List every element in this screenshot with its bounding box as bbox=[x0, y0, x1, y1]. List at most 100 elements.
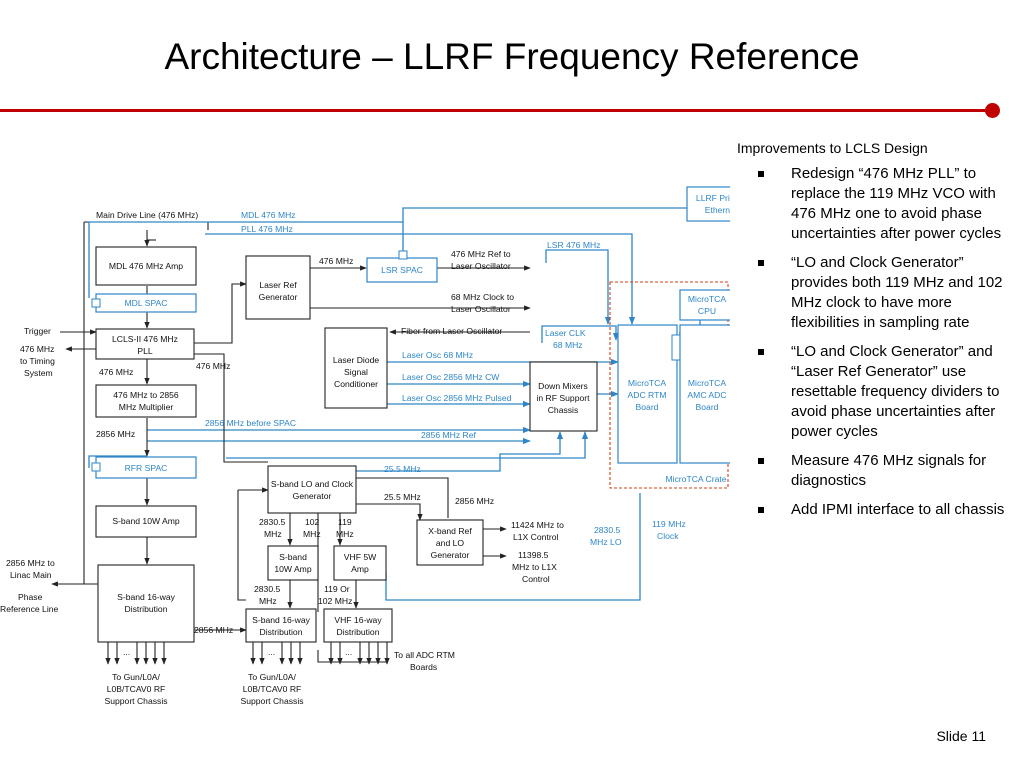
label-x11398: Control bbox=[522, 574, 550, 584]
label-linac: Linac Main bbox=[10, 570, 52, 580]
label-osc-68: Laser Osc 68 MHz bbox=[402, 350, 473, 360]
label-laser-clk: Laser CLK bbox=[545, 328, 586, 338]
label-to-gun: Support Chassis bbox=[104, 696, 167, 706]
label-trigger: Trigger bbox=[24, 326, 51, 336]
label-119or102: 102 MHz bbox=[318, 596, 352, 606]
label-102: 102 bbox=[305, 517, 320, 527]
label-laser-476: 476 MHz bbox=[319, 256, 353, 266]
label-linac: 2856 MHz to bbox=[6, 558, 55, 568]
block-cpu: MicroTCA CPU bbox=[679, 289, 730, 321]
bullet-square-icon bbox=[758, 260, 764, 266]
block-xband: X-band Ref and LO Generator bbox=[416, 519, 484, 566]
label-119-clock: 119 MHz bbox=[652, 519, 686, 529]
label-x11424: 11424 MHz to bbox=[511, 520, 564, 530]
label-timing: to Timing bbox=[20, 356, 55, 366]
block-laser-diode: Laser Diode Signal Conditioner bbox=[324, 327, 388, 409]
block-label: 10W Amp bbox=[274, 564, 311, 574]
label-pll-to-laser: 476 MHz bbox=[196, 361, 230, 371]
block-label: Laser Ref bbox=[259, 280, 297, 290]
block-adc-rtm: MicroTCA ADC RTM Board bbox=[617, 324, 686, 464]
label-laser-clk: 68 MHz bbox=[553, 340, 583, 350]
label-linac: Reference Line bbox=[0, 604, 59, 614]
label-2830-lo: 2830.5 bbox=[594, 525, 621, 535]
block-amc-adc: MicroTCA AMC ADC Board bbox=[679, 324, 730, 464]
block-label: ADC RTM bbox=[628, 390, 667, 400]
bullet-text: Redesign “476 MHz PLL” to replace the 11… bbox=[791, 165, 1002, 242]
block-label: LCLS-II 476 MHz bbox=[112, 334, 178, 344]
block-lo-clock: S-band LO and Clock Generator bbox=[267, 465, 357, 514]
block-label: Down Mixers bbox=[538, 381, 588, 391]
label-to-adc: Boards bbox=[410, 662, 437, 672]
block-label: VHF 5W bbox=[344, 552, 377, 562]
block-label: S-band 16-way bbox=[117, 592, 176, 602]
block-sband-dist: S-band 16-way Distribution bbox=[97, 564, 195, 643]
label-before-spac: 2856 MHz before SPAC bbox=[205, 418, 296, 428]
label-clk-68: Laser Oscillator bbox=[451, 304, 511, 314]
block-label: Conditioner bbox=[334, 379, 378, 389]
block-label: MHz Multiplier bbox=[119, 402, 174, 412]
block-label: Laser Diode bbox=[333, 355, 380, 365]
bullet-square-icon bbox=[758, 507, 764, 513]
label-timing: 476 MHz bbox=[20, 344, 54, 354]
block-label: MicroTCA bbox=[628, 378, 666, 388]
label-2830b: 2830.5 bbox=[254, 584, 281, 594]
block-laser-ref: Laser Ref Generator bbox=[245, 255, 311, 320]
bullet-text: “LO and Clock Generator” and “Laser Ref … bbox=[791, 343, 1000, 440]
block-label: Generator bbox=[293, 491, 332, 501]
title-rule bbox=[0, 109, 992, 112]
label-osc-pulsed: Laser Osc 2856 MHz Pulsed bbox=[402, 393, 512, 403]
label-to-gun: L0B/TCAV0 RF bbox=[107, 684, 166, 694]
block-label: LSR SPAC bbox=[381, 265, 423, 275]
block-label: PLL bbox=[137, 346, 153, 356]
list-item: Redesign “476 MHz PLL” to replace the 11… bbox=[732, 164, 1017, 244]
label-25-5-b: 25.5 MHz bbox=[384, 492, 421, 502]
block-label: Amp bbox=[351, 564, 369, 574]
block-label: in RF Support bbox=[536, 393, 590, 403]
block-label: Generator bbox=[259, 292, 298, 302]
label-to-gun: Support Chassis bbox=[240, 696, 303, 706]
label-x11424: L1X Control bbox=[513, 532, 558, 542]
label-ref-2856: 2856 MHz Ref bbox=[421, 430, 477, 440]
label-119or102: 119 Or bbox=[324, 584, 350, 594]
label-2830: 2830.5 bbox=[259, 517, 286, 527]
block-label: Board bbox=[636, 402, 659, 412]
panel-heading: Improvements to LCLS Design bbox=[737, 140, 928, 156]
block-label: S-band bbox=[279, 552, 307, 562]
label-119-clock: Clock bbox=[657, 531, 679, 541]
block-label: X-band Ref bbox=[428, 526, 472, 536]
block-label: RFR SPAC bbox=[125, 463, 168, 473]
block-label: Distribution bbox=[337, 627, 380, 637]
label-lsr-476: LSR 476 MHz bbox=[547, 240, 601, 250]
label-119: 119 bbox=[338, 517, 352, 527]
improvements-panel: Improvements to LCLS Design Redesign “47… bbox=[732, 140, 1017, 529]
slide-number: Slide 11 bbox=[936, 728, 986, 744]
label-2830-lo: MHz LO bbox=[590, 537, 622, 547]
block-rfr-spac: RFR SPAC bbox=[91, 456, 197, 479]
block-label: Ethernet bbox=[705, 205, 730, 215]
label-pll-476: PLL 476 MHz bbox=[241, 224, 293, 234]
label-to-gun: To Gun/L0A/ bbox=[112, 672, 160, 682]
label-timing: System bbox=[24, 368, 53, 378]
block-mdl-amp: MDL 476 MHz Amp bbox=[95, 246, 197, 286]
label-dots: ... bbox=[345, 647, 352, 657]
block-label: Chassis bbox=[548, 405, 579, 415]
block-vhf-dist: VHF 16-way Distribution bbox=[323, 608, 393, 643]
block-label: S-band LO and Clock bbox=[271, 479, 354, 489]
label-dots: ... bbox=[123, 647, 130, 657]
label-25-5-a: 25.5 MHz bbox=[384, 464, 421, 474]
list-item: Measure 476 MHz signals for diagnostics bbox=[732, 451, 1017, 491]
signal-labels: Main Drive Line (476 MHz) MDL 476 MHz PL… bbox=[0, 210, 686, 706]
block-label: and LO bbox=[436, 538, 465, 548]
improvements-list: Redesign “476 MHz PLL” to replace the 11… bbox=[732, 164, 1017, 520]
label-x11398: 11398.5 bbox=[518, 550, 549, 560]
bullet-text: Add IPMI interface to all chassis bbox=[791, 501, 1005, 518]
block-multiplier: 476 MHz to 2856 MHz Multiplier bbox=[95, 384, 197, 418]
block-label: VHF 16-way bbox=[334, 615, 382, 625]
block-mdl-spac: MDL SPAC bbox=[91, 293, 197, 313]
bullet-square-icon bbox=[758, 171, 764, 177]
block-label: Signal bbox=[344, 367, 368, 377]
list-item: Add IPMI interface to all chassis bbox=[732, 500, 1017, 520]
llrf-architecture-diagram: MDL 476 MHz Amp MDL SPAC LCLS-II 476 MHz… bbox=[0, 186, 730, 706]
block-label: MicroTCA bbox=[688, 294, 726, 304]
slide-title: Architecture – LLRF Frequency Reference bbox=[164, 36, 860, 77]
